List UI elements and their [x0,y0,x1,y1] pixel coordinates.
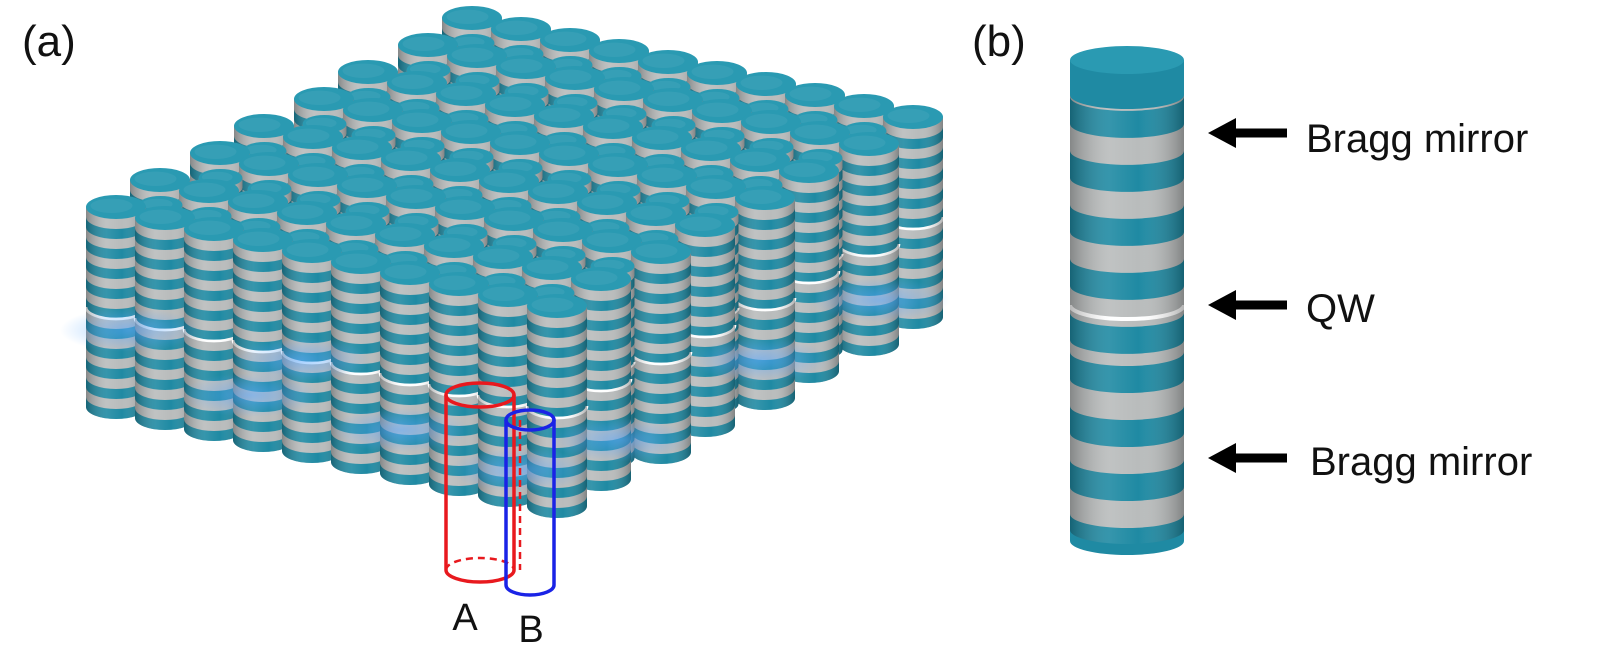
annotation-top-mirror: Bragg mirror [1208,117,1528,161]
qw-glow [60,308,200,352]
bragg-mirror-top-label: Bragg mirror [1306,117,1528,161]
arrow-icon [1208,443,1287,473]
qw-glow [550,418,690,462]
pillar-lattice [60,6,950,518]
site-b-label: B [518,609,543,651]
pillar-top [1070,46,1184,74]
qw-glow [180,373,320,417]
single-pillar [1068,46,1186,555]
bragg-mirror-bottom-label: Bragg mirror [1310,440,1532,484]
arrow-icon [1208,290,1287,320]
site-a-label: A [452,597,478,639]
qw-glow [230,338,370,382]
qw-glow [690,338,830,382]
annotation-qw: QW [1208,287,1375,331]
lattice-pillar [837,132,901,356]
qw-label: QW [1306,287,1375,331]
qw-glow [330,408,470,452]
annotation-bottom-mirror: Bragg mirror [1208,440,1532,484]
micropillar [1068,46,1186,555]
arrow-icon [1208,118,1287,148]
qw-glow [810,278,950,322]
lattice-pillar [629,240,693,464]
panel-a-label: (a) [22,17,76,66]
site-a-outline [444,381,516,584]
site-b-outline [504,408,556,597]
panel-b-label: (b) [972,17,1026,66]
sublattice-markers: A B [444,381,556,651]
